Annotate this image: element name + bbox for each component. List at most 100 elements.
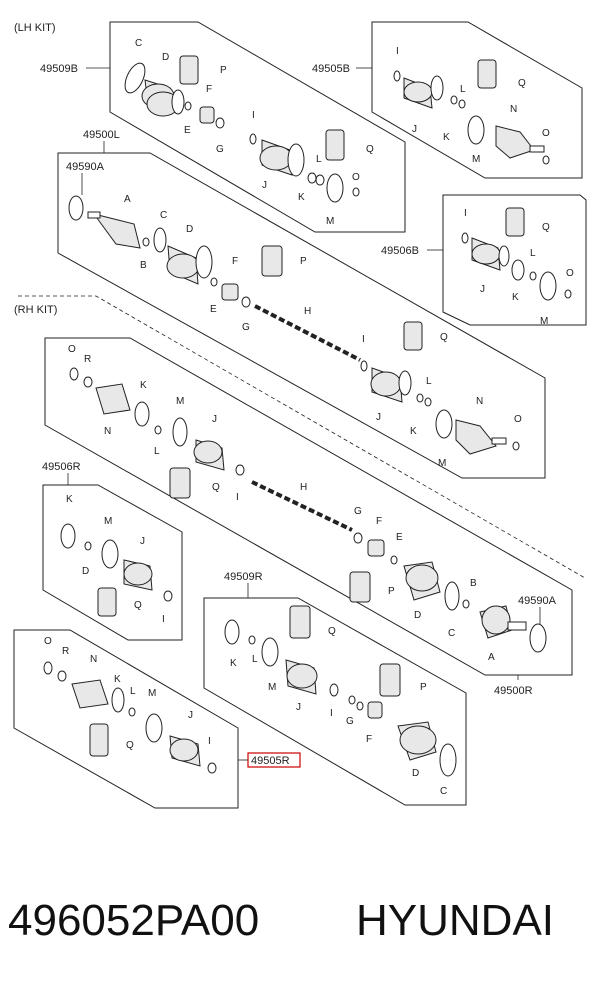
- svg-text:O: O: [566, 268, 574, 279]
- svg-text:K: K: [114, 674, 121, 685]
- svg-text:Q: Q: [126, 740, 134, 751]
- svg-text:M: M: [268, 682, 276, 693]
- svg-text:R: R: [62, 646, 69, 657]
- svg-text:P: P: [388, 586, 395, 597]
- svg-text:M: M: [148, 688, 156, 699]
- svg-text:Q: Q: [366, 144, 374, 155]
- svg-text:F: F: [376, 516, 382, 527]
- svg-text:L: L: [252, 654, 258, 665]
- svg-text:D: D: [186, 224, 193, 235]
- svg-text:O: O: [44, 636, 52, 647]
- svg-text:C: C: [160, 210, 167, 221]
- svg-text:O: O: [68, 344, 76, 355]
- svg-text:O: O: [542, 128, 550, 139]
- part-c: C: [135, 38, 142, 49]
- svg-text:N: N: [476, 396, 483, 407]
- label-49506b: 49506B: [381, 245, 419, 257]
- kit-49505r-parts: [43, 661, 217, 774]
- svg-text:B: B: [140, 260, 147, 271]
- svg-text:N: N: [90, 654, 97, 665]
- exploded-parts-diagram: (LH KIT) (RH KIT) 49509B 49505B 49500L 4…: [13, 21, 587, 809]
- svg-text:G: G: [346, 716, 354, 727]
- svg-text:G: G: [354, 506, 362, 517]
- svg-text:H: H: [304, 306, 311, 317]
- svg-text:H: H: [300, 482, 307, 493]
- footer: 496052PA00 HYUNDAI: [0, 880, 600, 970]
- svg-text:Q: Q: [542, 222, 550, 233]
- svg-text:J: J: [140, 536, 145, 547]
- frame-49505r: [13, 629, 239, 809]
- svg-text:Q: Q: [328, 626, 336, 637]
- rh-kit-heading: (RH KIT): [14, 304, 57, 316]
- frame-49500l: [57, 152, 546, 479]
- svg-text:I: I: [396, 46, 399, 57]
- svg-text:D: D: [82, 566, 89, 577]
- frame-49509b: [109, 21, 406, 233]
- svg-text:I: I: [208, 736, 211, 747]
- kit-49509r-parts: [224, 605, 457, 777]
- svg-text:Q: Q: [440, 332, 448, 343]
- svg-text:E: E: [396, 532, 403, 543]
- svg-text:J: J: [376, 412, 381, 423]
- svg-text:L: L: [426, 376, 432, 387]
- svg-text:D: D: [414, 610, 421, 621]
- svg-text:I: I: [464, 208, 467, 219]
- part-number: 496052PA00: [8, 896, 260, 945]
- label-49509b: 49509B: [40, 63, 78, 75]
- svg-text:F: F: [232, 256, 238, 267]
- svg-text:M: M: [472, 154, 480, 165]
- frame-49506b: [442, 194, 587, 326]
- svg-text:G: G: [216, 144, 224, 155]
- svg-text:K: K: [512, 292, 519, 303]
- kit-separator-dashed: [18, 295, 586, 579]
- svg-text:G: G: [242, 322, 250, 333]
- kit-49500l-parts: [68, 195, 520, 455]
- svg-text:L: L: [530, 248, 536, 259]
- svg-text:K: K: [443, 132, 450, 143]
- svg-text:J: J: [262, 180, 267, 191]
- kit-49505b-parts: [393, 59, 550, 165]
- frame-49500r: [44, 337, 573, 676]
- brand-name: HYUNDAI: [356, 896, 555, 945]
- svg-text:P: P: [300, 256, 307, 267]
- svg-text:K: K: [66, 494, 73, 505]
- svg-text:I: I: [362, 334, 365, 345]
- svg-text:A: A: [124, 194, 131, 205]
- label-49506r: 49506R: [42, 461, 81, 473]
- kit-49509b-parts: [124, 55, 360, 203]
- svg-text:I: I: [236, 492, 239, 503]
- svg-text:L: L: [154, 446, 160, 457]
- svg-text:K: K: [230, 658, 237, 669]
- svg-text:N: N: [510, 104, 517, 115]
- svg-text:P: P: [420, 682, 427, 693]
- label-49509r: 49509R: [224, 571, 263, 583]
- svg-text:L: L: [130, 686, 136, 697]
- svg-text:O: O: [514, 414, 522, 425]
- svg-text:I: I: [252, 110, 255, 121]
- svg-text:C: C: [448, 628, 455, 639]
- label-49500r: 49500R: [494, 685, 533, 697]
- svg-text:J: J: [212, 414, 217, 425]
- label-49505r: 49505R: [251, 755, 290, 767]
- svg-text:F: F: [206, 84, 212, 95]
- svg-text:K: K: [298, 192, 305, 203]
- svg-text:N: N: [104, 426, 111, 437]
- svg-text:Q: Q: [212, 482, 220, 493]
- svg-text:M: M: [540, 316, 548, 327]
- frame-49506r: [42, 484, 183, 641]
- svg-text:K: K: [140, 380, 147, 391]
- svg-text:I: I: [330, 708, 333, 719]
- frame-49505b: [371, 21, 583, 179]
- svg-text:R: R: [84, 354, 91, 365]
- svg-text:J: J: [480, 284, 485, 295]
- svg-text:F: F: [366, 734, 372, 745]
- label-49590a-rh: 49590A: [518, 595, 557, 607]
- svg-text:A: A: [488, 652, 495, 663]
- label-49590a-lh: 49590A: [66, 161, 105, 173]
- svg-text:D: D: [162, 52, 169, 63]
- svg-text:Q: Q: [134, 600, 142, 611]
- svg-text:Q: Q: [518, 78, 526, 89]
- svg-text:J: J: [296, 702, 301, 713]
- label-49500l: 49500L: [83, 129, 120, 141]
